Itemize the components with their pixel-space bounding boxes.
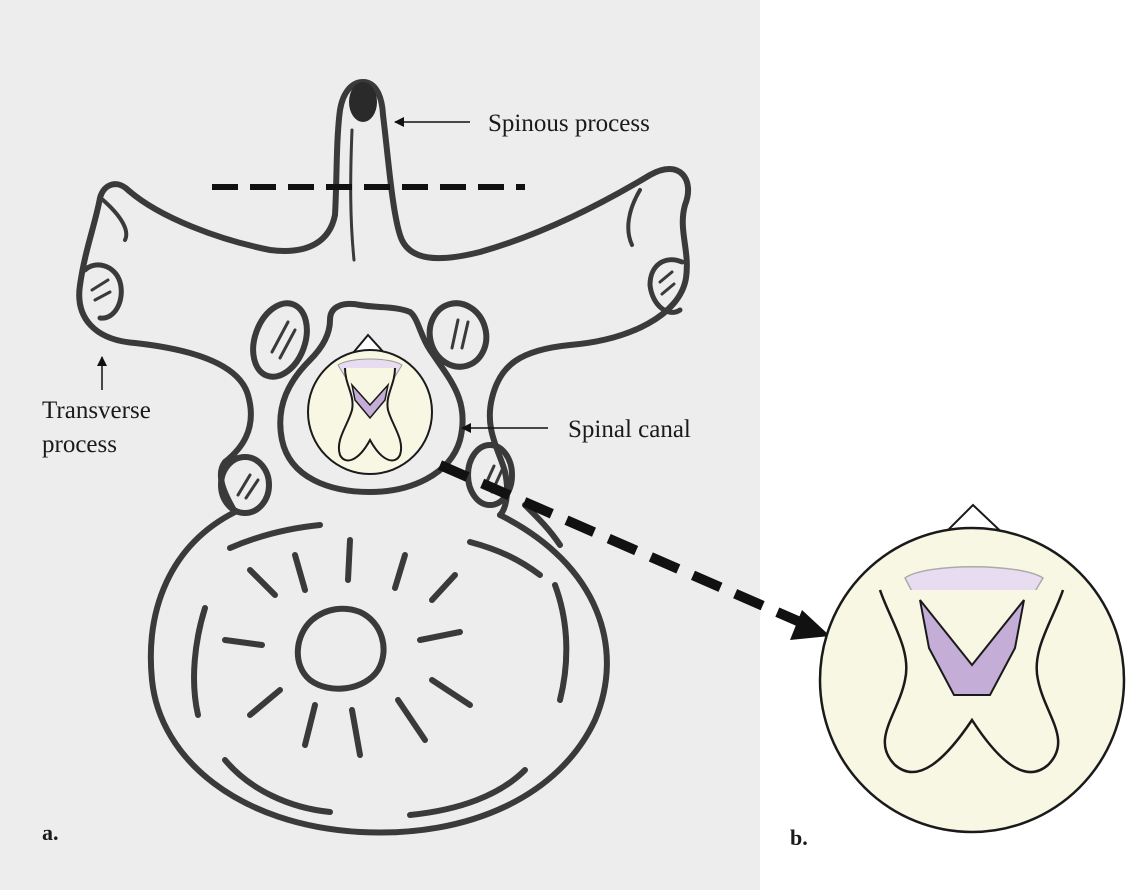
body-radial-line	[398, 700, 425, 740]
body-radial-line	[348, 540, 350, 580]
panel-a-label: a.	[42, 820, 59, 845]
body-radial-line	[352, 710, 360, 755]
body-ring-segment	[555, 585, 566, 700]
body-radial-line	[225, 640, 262, 645]
body-ring-segment	[470, 542, 540, 575]
facet-hatch	[95, 292, 110, 300]
right-articular-oval	[423, 297, 494, 373]
vertebral-body	[151, 505, 607, 833]
spinous-process-label: Spinous process	[488, 110, 650, 137]
facet-hatch	[246, 480, 258, 498]
zoom-arrowhead	[790, 610, 830, 640]
transverse-process-label-line1: Transverse	[42, 397, 151, 424]
spinal-cord-large	[820, 505, 1124, 832]
body-radial-line	[250, 690, 280, 715]
body-ring-segment	[230, 525, 320, 548]
transverse-process-label-line2: process	[42, 431, 117, 458]
facet-hatch	[462, 322, 468, 348]
left-facet	[85, 265, 121, 318]
right-transverse-tip	[628, 190, 640, 245]
body-ring-segment	[194, 608, 205, 715]
facet-hatch	[452, 320, 458, 348]
body-center-circle	[298, 609, 384, 689]
facet-hatch	[662, 284, 674, 294]
body-ring-segment	[225, 760, 330, 812]
body-radial-line	[395, 555, 405, 588]
body-radial-line	[420, 632, 460, 640]
facet-hatch	[660, 272, 672, 282]
panel-b-label: b.	[790, 825, 808, 850]
spinal-canal-label: Spinal canal	[568, 416, 691, 443]
body-radial-line	[305, 705, 315, 745]
body-radial-line	[295, 555, 305, 590]
left-transverse-tip	[103, 200, 126, 240]
spinous-center-line	[351, 130, 354, 260]
spinal-cord-small	[308, 335, 432, 474]
dashed-zoom-arrow	[440, 465, 800, 622]
spinous-process-tip	[349, 82, 377, 122]
right-facet	[650, 260, 682, 313]
body-radial-line	[432, 680, 470, 705]
body-radial-line	[432, 575, 455, 600]
facet-hatch	[92, 280, 108, 290]
body-radial-line	[250, 570, 275, 595]
